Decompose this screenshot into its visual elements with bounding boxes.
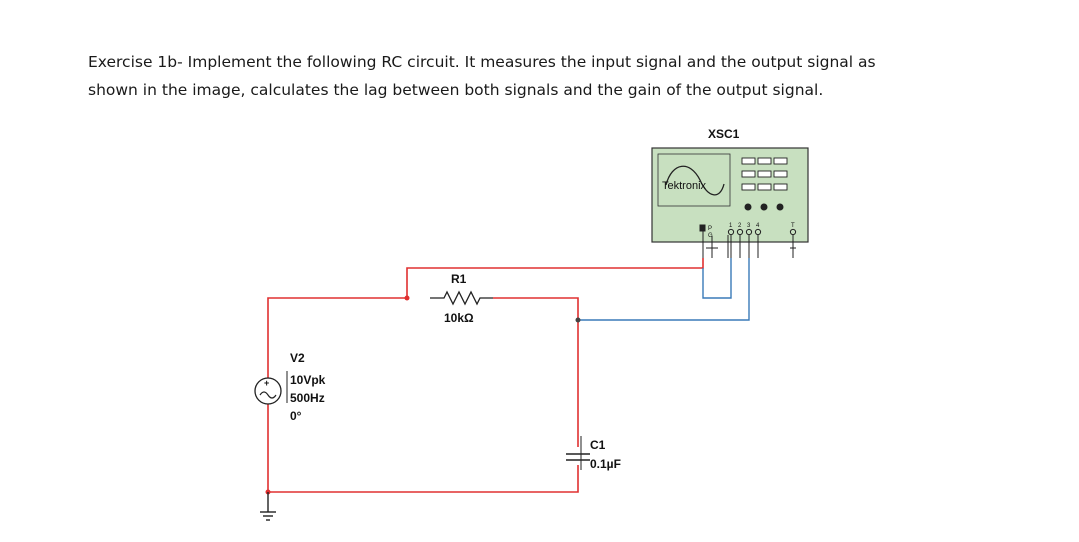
scope-waveform xyxy=(665,165,725,196)
scope-terminal-ch2-label: 2 xyxy=(738,223,742,229)
scope-terminal-ch1-label: 1 xyxy=(729,223,733,229)
ac-source-v2[interactable]: + xyxy=(254,377,282,405)
capacitor-c1[interactable] xyxy=(566,453,590,461)
source-frequency-label: 500Hz xyxy=(290,391,325,405)
resistor-value-label: 10kΩ xyxy=(444,311,474,325)
wire-cap-to-ground xyxy=(267,404,579,493)
source-name-label: V2 xyxy=(290,351,305,365)
junction-dot-input xyxy=(404,295,410,301)
exercise-line-2: shown in the image, calculates the lag b… xyxy=(88,81,824,99)
exercise-description: Exercise 1b- Implement the following RC … xyxy=(88,48,1048,104)
scope-display xyxy=(657,153,731,207)
wire-source-to-scope xyxy=(406,258,704,298)
scope-terminal-ch4-label: 4 xyxy=(756,223,760,229)
capacitor-name-label: C1 xyxy=(590,438,606,452)
scope-terminal-ch3-label: 3 xyxy=(747,223,751,229)
wire-output-to-scope-ch2 xyxy=(578,258,750,321)
exercise-line-1: Exercise 1b- Implement the following RC … xyxy=(88,53,876,71)
source-amplitude-label: 10Vpk xyxy=(290,373,326,387)
output-signal-wires xyxy=(578,258,750,321)
scope-terminal-g-label: G xyxy=(708,233,713,239)
junction-dot-output xyxy=(575,317,581,323)
resistor-name-label: R1 xyxy=(451,272,467,286)
scope-knobs xyxy=(744,203,784,211)
scope-terminal-p-label: P xyxy=(708,226,712,232)
wire-scope-ch1 xyxy=(702,258,732,299)
wire-source-top xyxy=(267,297,407,378)
capacitor-value-label: 0.1µF xyxy=(590,457,621,471)
svg-text:+: + xyxy=(264,378,269,388)
scope-terminal-trigger-label: T xyxy=(791,223,795,229)
input-signal-wires xyxy=(267,258,704,493)
ground-symbol xyxy=(260,492,276,521)
oscilloscope-name-label: XSC1 xyxy=(708,127,740,141)
wire-r1-to-node xyxy=(493,297,579,320)
scope-terminals xyxy=(699,224,797,258)
scope-button-grid xyxy=(741,157,788,191)
source-phase-label: 0° xyxy=(290,409,302,423)
resistor-r1[interactable] xyxy=(430,290,493,306)
oscilloscope-brand-label: Tektronix xyxy=(662,180,707,192)
oscilloscope-xsc1[interactable] xyxy=(651,147,809,258)
